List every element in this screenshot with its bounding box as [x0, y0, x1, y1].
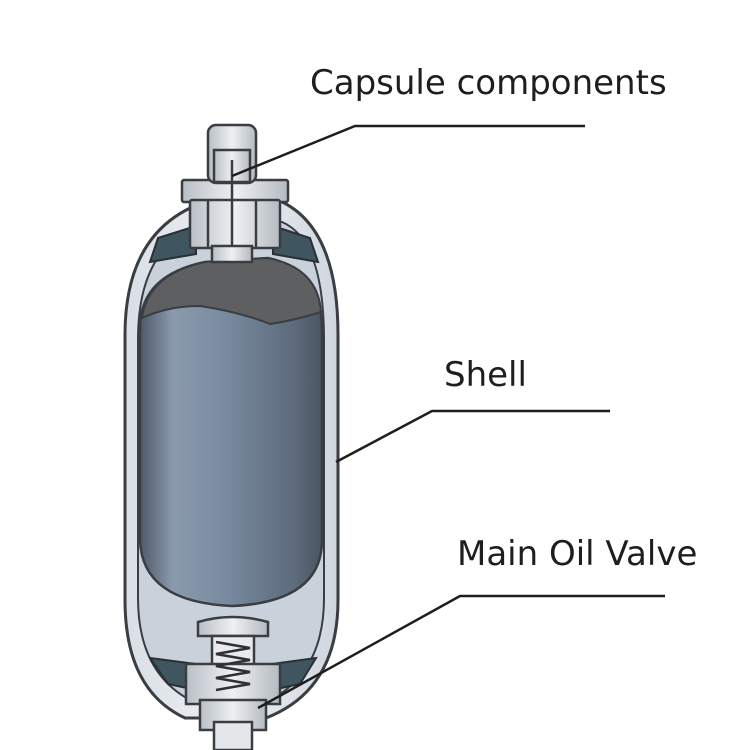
label-main-oil-valve: Main Oil Valve — [457, 534, 698, 574]
capsule-valve-assembly — [180, 123, 290, 264]
capsule-leader-line — [231, 124, 585, 178]
label-capsule-components: Capsule components — [310, 63, 667, 103]
shell-leader-line — [335, 409, 610, 464]
main-oil-valve-assembly — [184, 615, 282, 750]
label-shell: Shell — [444, 355, 527, 395]
top-seal-left — [148, 224, 197, 264]
bladder-gas-zone — [140, 256, 323, 326]
valve-leader-line — [257, 594, 665, 710]
